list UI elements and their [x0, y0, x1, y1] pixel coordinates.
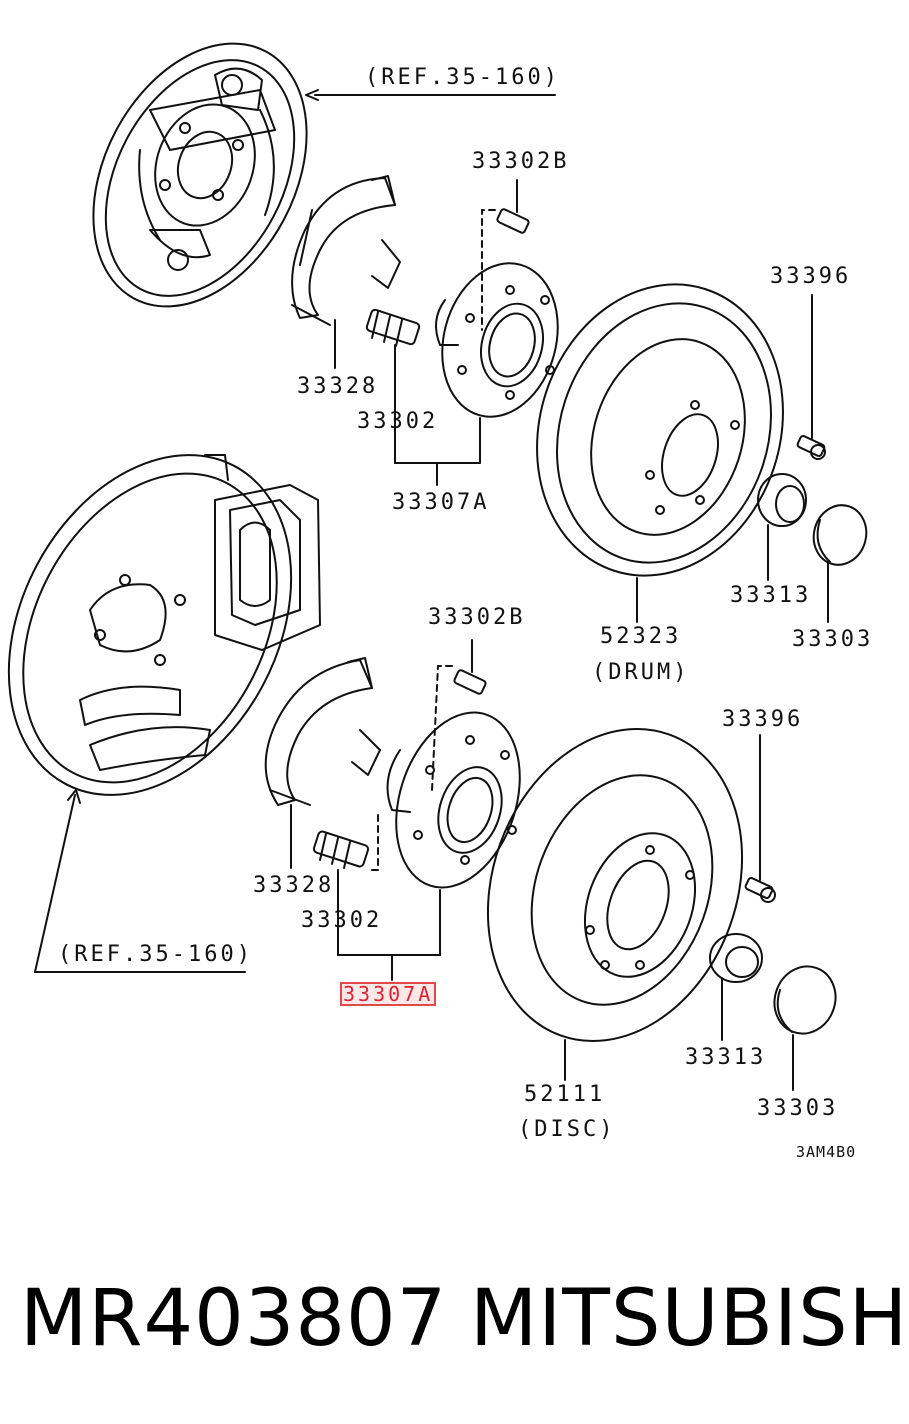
- part-label-33313-bottom: 33313: [685, 1045, 767, 1070]
- part-label-52323: 52323: [600, 624, 682, 649]
- backing-plate-bottom: [0, 406, 348, 844]
- hub-bolt-bottom: [432, 640, 487, 790]
- drum-caption: (DRUM): [592, 660, 690, 685]
- part-label-33396-top: 33396: [770, 264, 852, 289]
- part-label-33303-top: 33303: [792, 627, 874, 652]
- hub-nut-top: [758, 474, 806, 580]
- part-label-33328-bottom: 33328: [253, 873, 335, 898]
- ref-label-bottom: (REF.35-160): [58, 942, 253, 967]
- disc-caption: (DISC): [518, 1117, 616, 1142]
- part-label-33396-bottom: 33396: [722, 707, 804, 732]
- part-label-33307A-bottom-highlighted[interactable]: 33307A: [339, 982, 437, 1006]
- disc-screw-bottom: [745, 735, 775, 902]
- footer: MR403807 MITSUBISHI: [0, 1260, 909, 1410]
- wheel-stud-bottom: [313, 815, 378, 955]
- exploded-parts-diagram: (REF.35-160) 33302B 33396 33328 33302 33…: [0, 0, 874, 1161]
- part-label-33302B-top: 33302B: [472, 149, 570, 174]
- part-label-52111: 52111: [524, 1082, 606, 1107]
- part-number: MR403807: [20, 1274, 448, 1364]
- ref-arrow-top: [306, 90, 555, 100]
- brake-shoe-bottom: [266, 658, 380, 868]
- hub-cap-top: [807, 499, 873, 622]
- part-label-33313-top: 33313: [730, 583, 812, 608]
- part-label-33303-bottom: 33303: [757, 1096, 839, 1121]
- hub-bottom: [375, 696, 541, 955]
- hub-bolt-top: [482, 180, 530, 330]
- part-label-33302-bottom: 33302: [301, 908, 383, 933]
- hub-nut-bottom: [710, 934, 762, 1040]
- part-label-33302-top: 33302: [357, 409, 439, 434]
- drum-screw-top: [797, 295, 826, 459]
- ref-arrow-bottom: [35, 790, 245, 972]
- brake-disc: [446, 693, 785, 1080]
- wheel-stud-top: [366, 309, 420, 463]
- brake-caliper: [205, 455, 320, 650]
- brake-shoe-top: [292, 176, 400, 368]
- part-label-33328-top: 33328: [297, 374, 379, 399]
- brand-name: MITSUBISHI: [470, 1274, 909, 1364]
- ref-label-top: (REF.35-160): [365, 65, 560, 90]
- part-label-33302B-bottom: 33302B: [428, 605, 526, 630]
- hub-cap-bottom: [765, 958, 845, 1090]
- hub-top: [426, 250, 575, 463]
- brake-drum: [500, 252, 820, 622]
- part-label-33307A-top: 33307A: [392, 490, 490, 515]
- figure-code: 3AM4B0: [796, 1143, 857, 1161]
- backing-plate-top: [50, 7, 349, 343]
